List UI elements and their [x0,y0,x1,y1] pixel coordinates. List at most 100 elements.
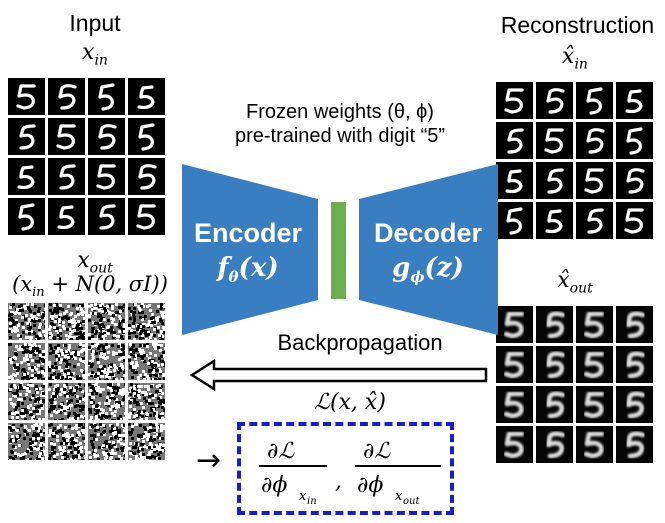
xhat-out-label: x̂out [557,268,593,297]
backprop-label: Backpropagation [277,330,443,355]
digit-tile [128,158,165,195]
digit-tile [88,78,125,115]
reconstruction-title: Reconstruction [500,12,655,38]
x-out-formula: (xin + N(0, σI)) [12,272,168,301]
digit-tile [48,198,85,235]
digit-tile [88,198,125,235]
digit-tile [88,383,125,420]
digit-tile [616,426,653,463]
digit-tile [48,303,85,340]
backprop-arrow [190,358,488,392]
encoder-name: Encoder [193,218,303,248]
input-title: Input [69,10,121,36]
digit-tile [496,202,533,239]
encoder-function: fθ(x) [217,253,279,287]
digit-tile [88,118,125,155]
digit-tile [576,122,613,159]
xhat-in-label: x̂in [562,44,588,73]
gradient-box: ∂ℒ ∂ϕ x in , ∂ℒ ∂ϕ x out [237,422,454,515]
digit-tile [616,162,653,199]
digit-tile [496,122,533,159]
digit-tile [616,202,653,239]
digit-tile [536,162,573,199]
caption-line-1: Frozen weights (θ, ϕ) [246,101,434,123]
loss-label: ℒ(x, x̂) [314,390,386,415]
svg-text:x: x [395,489,403,504]
digit-tile [576,306,613,343]
digit-tile [616,306,653,343]
svg-text:in: in [307,496,317,507]
digit-tile [536,386,573,423]
svg-text:∂ℒ: ∂ℒ [363,439,391,464]
svg-text:∂ϕ: ∂ϕ [261,473,287,498]
digit-tile [88,303,125,340]
digit-tile [616,346,653,383]
digit-tile [496,306,533,343]
digit-tile [616,82,653,119]
digit-tile [48,78,85,115]
reconstruction-digit-grid [496,82,653,239]
x-out-label: xout [77,248,113,277]
svg-text:∂ϕ: ∂ϕ [357,473,383,498]
arrow-right-icon: → [196,443,222,478]
latent-bar [331,202,346,299]
digit-tile [88,343,125,380]
encoder-block [182,164,318,335]
digit-tile [536,426,573,463]
digit-tile [8,303,45,340]
digit-tile [88,158,125,195]
digit-tile [48,158,85,195]
digit-tile [8,423,45,460]
digit-tile [128,343,165,380]
digit-tile [88,423,125,460]
digit-tile [536,202,573,239]
digit-tile [8,343,45,380]
digit-tile [128,78,165,115]
input-digit-grid [8,78,165,235]
digit-tile [48,383,85,420]
digit-tile [8,383,45,420]
autoencoder-diagram [182,164,498,335]
digit-tile [48,423,85,460]
frozen-weights-caption: Frozen weights (θ, ϕ) pre-trained with d… [195,100,485,148]
digit-tile [128,198,165,235]
digit-tile [576,346,613,383]
digit-tile [496,426,533,463]
noisy-digit-grid [8,303,165,460]
digit-tile [576,82,613,119]
digit-tile [128,303,165,340]
digit-tile [128,118,165,155]
digit-tile [576,426,613,463]
digit-tile [536,82,573,119]
digit-tile [8,78,45,115]
svg-text:,: , [335,469,342,494]
digit-tile [536,122,573,159]
caption-line-2: pre-trained with digit “5” [234,125,446,147]
digit-tile [128,423,165,460]
svg-text:x: x [299,489,307,504]
digit-tile [8,118,45,155]
digit-tile [576,202,613,239]
reconstruction-out-digit-grid [496,306,653,463]
digit-tile [128,383,165,420]
gradient-fractions: ∂ℒ ∂ϕ x in , ∂ℒ ∂ϕ x out [259,439,441,507]
digit-tile [496,346,533,383]
digit-tile [536,306,573,343]
digit-tile [8,198,45,235]
decoder-function: gϕ(z) [392,253,464,287]
digit-tile [8,158,45,195]
digit-tile [48,343,85,380]
decoder-name: Decoder [373,218,483,248]
x-in-label: xin [82,40,108,69]
digit-tile [576,386,613,423]
svg-text:out: out [403,496,420,507]
digit-tile [496,82,533,119]
svg-text:∂ℒ: ∂ℒ [267,439,295,464]
digit-tile [536,346,573,383]
digit-tile [616,122,653,159]
digit-tile [48,118,85,155]
digit-tile [496,162,533,199]
digit-tile [576,162,613,199]
digit-tile [496,386,533,423]
digit-tile [616,386,653,423]
